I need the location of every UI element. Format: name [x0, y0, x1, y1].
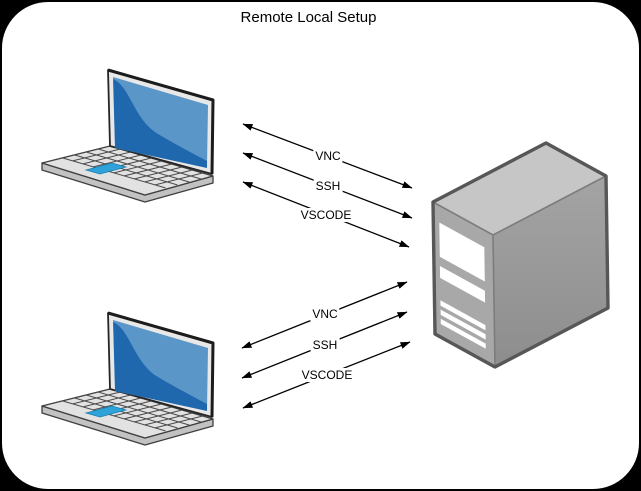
- laptop-icon-top: [42, 70, 213, 202]
- edge-label-bottom-ssh: SSH: [310, 338, 340, 352]
- server-tower-icon: [431, 141, 610, 369]
- edge-label-bottom-vscode: VSCODE: [299, 368, 355, 382]
- edge-label-bottom-vnc: VNC: [310, 307, 340, 321]
- laptop-icon-bottom: [42, 313, 213, 445]
- edge-label-top-vscode: VSCODE: [298, 208, 354, 222]
- edge-label-top-vnc: VNC: [313, 149, 343, 163]
- diagram-title: Remote Local Setup: [240, 9, 377, 26]
- edge-label-top-ssh: SSH: [313, 179, 343, 193]
